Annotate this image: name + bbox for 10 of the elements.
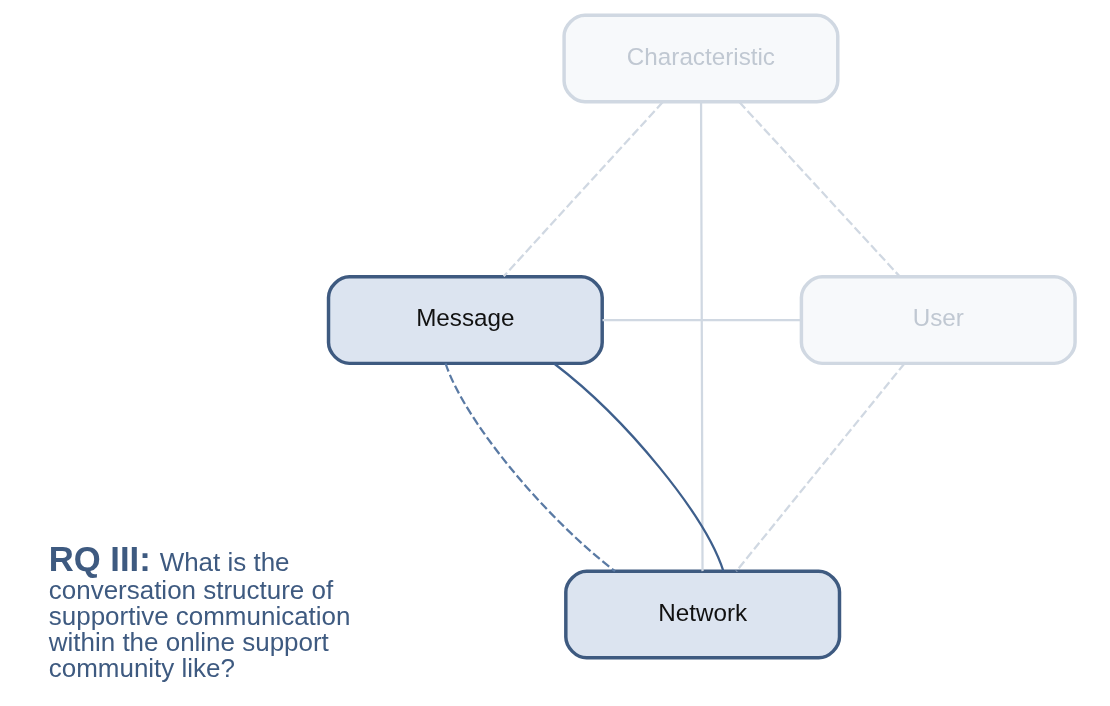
node-box: Message	[326, 275, 604, 366]
connector	[444, 363, 616, 573]
node-box: Network	[564, 569, 842, 660]
connector	[553, 362, 725, 572]
connector	[502, 101, 664, 278]
connector	[699, 102, 704, 572]
connector	[602, 318, 802, 322]
connector	[735, 362, 906, 572]
connector	[738, 101, 901, 278]
label: RQ III: What is the conversation structure of supportive communication within the online support community like?	[48, 540, 351, 683]
